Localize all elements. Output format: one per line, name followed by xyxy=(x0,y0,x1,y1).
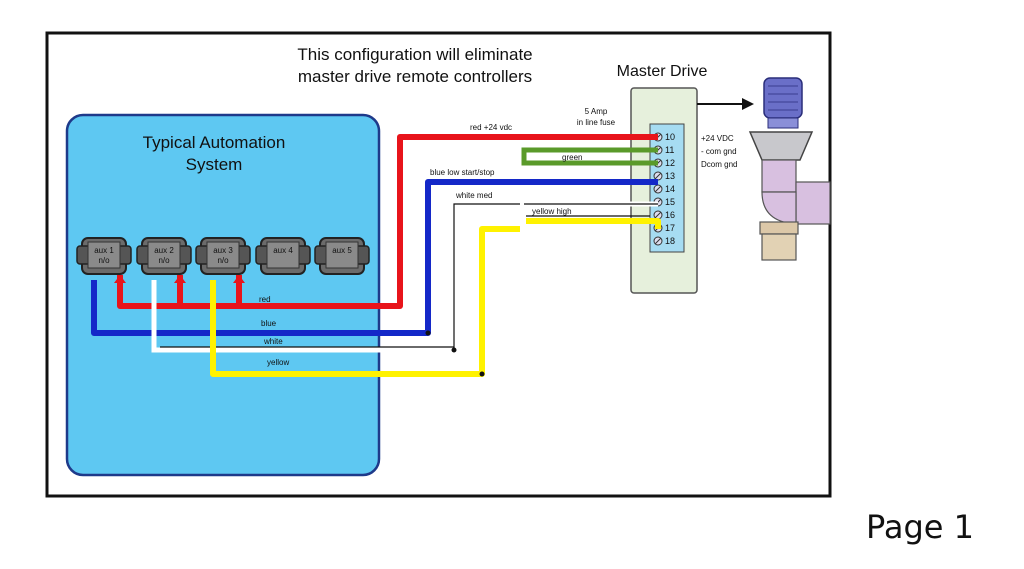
svg-text:11: 11 xyxy=(665,145,674,155)
aux-module-4: aux 4 xyxy=(255,237,311,275)
aux-module-1-name: aux 1 xyxy=(94,246,114,255)
drive-side-label-dcom-gnd: Dcom gnd xyxy=(701,160,737,169)
header-line-1: This configuration will eliminate xyxy=(297,45,532,64)
drive-side-label-24vdc: +24 VDC xyxy=(701,134,734,143)
fuse-label-line-2: in line fuse xyxy=(577,118,616,127)
aux-module-2-state: n/o xyxy=(158,256,170,265)
svg-text:14: 14 xyxy=(665,184,675,194)
master-drive-title: Master Drive xyxy=(617,63,708,80)
wire-green xyxy=(521,147,658,166)
fuse-label-line-1: 5 Amp xyxy=(585,107,608,116)
header-line-2: master drive remote controllers xyxy=(298,67,532,86)
svg-text:17: 17 xyxy=(665,223,675,233)
page-number: Page 1 xyxy=(866,508,974,546)
automation-system-panel xyxy=(65,113,381,477)
label-blue-low: blue low start/stop xyxy=(430,168,495,177)
automation-title-line-1: Typical Automation xyxy=(143,133,286,152)
label-white: white xyxy=(263,337,283,346)
automation-title-line-2: System xyxy=(186,155,243,174)
aux-module-3: aux 3 n/o xyxy=(195,237,251,275)
label-blue: blue xyxy=(261,319,277,328)
drive-side-label-com-gnd: - com gnd xyxy=(701,147,737,156)
wire-yellow-high xyxy=(526,218,661,229)
aux-module-2-name: aux 2 xyxy=(154,246,174,255)
aux-module-1: aux 1 n/o xyxy=(76,237,132,275)
drive-output-arrowhead xyxy=(742,98,754,110)
pump-icon xyxy=(748,77,831,261)
svg-text:12: 12 xyxy=(665,158,675,168)
aux-module-3-name: aux 3 xyxy=(213,246,233,255)
label-red-24vdc: red +24 vdc xyxy=(470,123,512,132)
wire-red xyxy=(117,134,658,309)
aux-module-1-state: n/o xyxy=(98,256,110,265)
terminal-13: 13 xyxy=(653,171,675,181)
aux-module-5-name: aux 5 xyxy=(332,246,352,255)
label-green: green xyxy=(562,153,582,162)
label-yellow: yellow xyxy=(267,358,289,367)
label-yellow-high: yellow high xyxy=(532,207,572,216)
svg-text:10: 10 xyxy=(665,132,675,142)
label-white-med: white med xyxy=(455,191,492,200)
svg-text:18: 18 xyxy=(665,236,675,246)
svg-text:15: 15 xyxy=(665,197,675,207)
terminal-18: 18 xyxy=(653,236,675,246)
aux-module-4-name: aux 4 xyxy=(273,246,293,255)
svg-text:16: 16 xyxy=(665,210,675,220)
label-red: red xyxy=(259,295,271,304)
aux-module-5: aux 5 xyxy=(314,237,370,275)
aux-module-2: aux 2 n/o xyxy=(136,237,192,275)
aux-module-3-state: n/o xyxy=(217,256,229,265)
terminal-14: 14 xyxy=(653,184,675,194)
svg-text:13: 13 xyxy=(665,171,675,181)
